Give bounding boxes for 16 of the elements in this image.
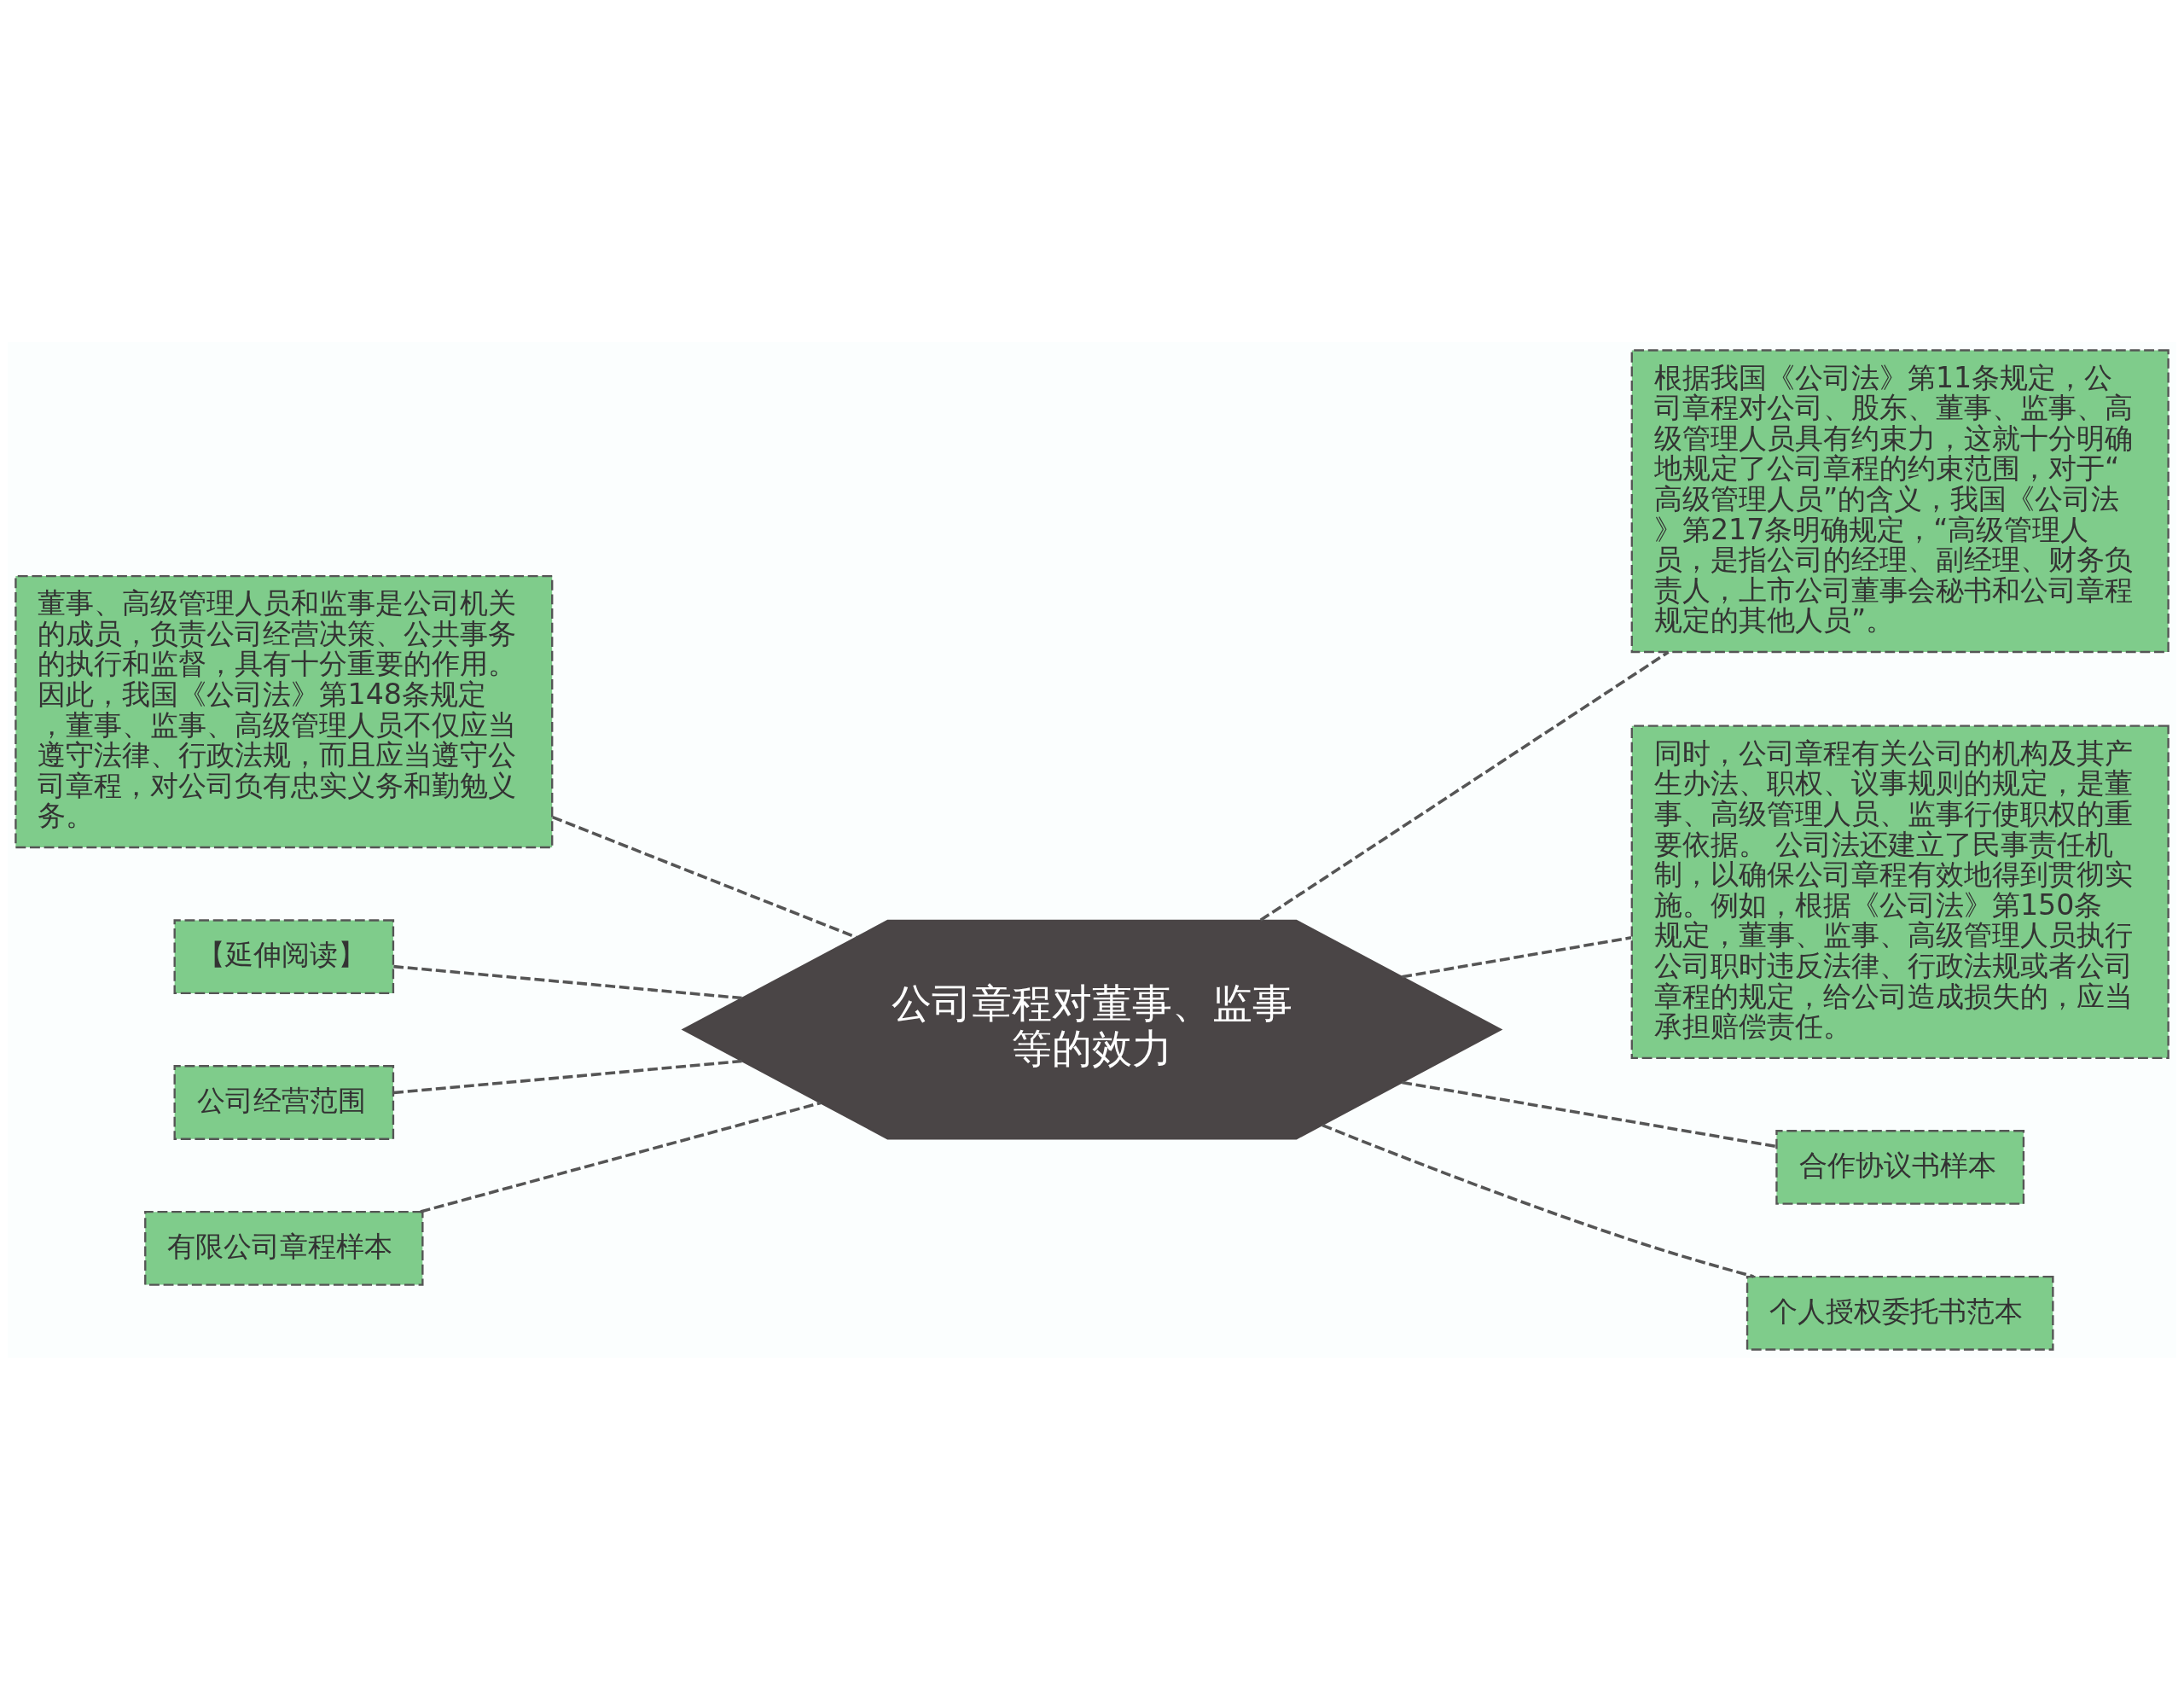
node-box: 个人授权委托书范本 (1745, 1275, 2054, 1351)
connector (1259, 650, 1670, 922)
connector (1402, 935, 1632, 979)
connector (1321, 1123, 1754, 1278)
node-box: 合作协议书样本 (1775, 1129, 2025, 1205)
connector (1402, 1080, 1776, 1148)
connector (552, 815, 857, 939)
node-box: 公司经营范围 (173, 1064, 395, 1140)
node-box: 同时，公司章程有关公司的机构及其产生办法、职权、议事规则的规定，是董事、高级管理人员、监事行使职权的重要依据。 公司法还建立了民事责任机制，以确保公司章程有效地得到贯彻实施。例如，根据《公司法》第150条规定，董事、监事、高级管理人员执行公司职时违反法律、行政法规或者公司章程的规定，给公司造成损失的，应当承担赔偿责任。 (1630, 724, 2169, 1059)
node-box: 董事、高级管理人员和监事是公司机关的成员，负责公司经营决策、公共事务的执行和监督，具有十分重要的作用。因此，我国《公司法》第148条规定，董事、监事、高级管理人员不仅应当遵守法律、行政法规，而且应当遵守公司章程，对公司负有忠实义务和勤勉义务。 (15, 574, 554, 848)
connector (420, 1101, 822, 1213)
node-box: 有限公司章程样本 (144, 1210, 424, 1286)
connector (393, 964, 742, 999)
node-box: 根据我国《公司法》第11条规定，公司章程对公司、股东、董事、监事、高级管理人员具有约束力，这就十分明确地规定了公司章程的约束范围，对于“高级管理人员”的含义，我国《公司法》第217条明确规定，“高级管理人员，是指公司的经理、副经理、财务负责人，上市公司董事会秘书和公司章程规定的其他人员”。 (1630, 348, 2169, 653)
connector (393, 1059, 742, 1094)
node-box: 【延伸阅读】 (173, 918, 395, 994)
